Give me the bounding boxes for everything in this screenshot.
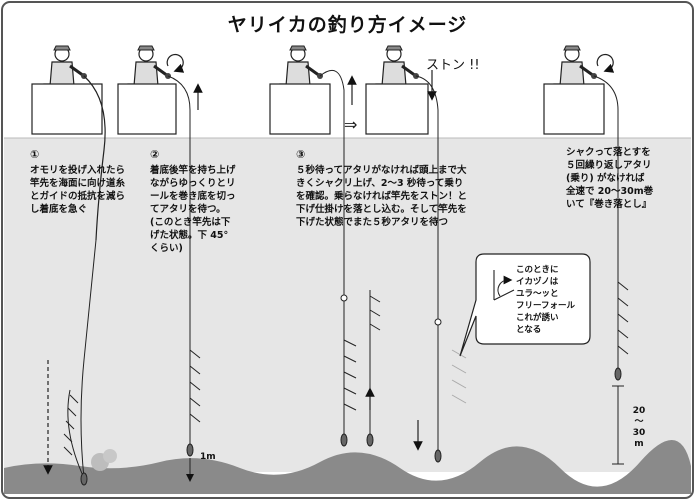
step-4-line: ５回繰り返しアタリ <box>566 160 652 171</box>
step-1-line: オモリを投げ入れたら <box>30 165 126 176</box>
step-2-line: くらい) <box>150 243 183 254</box>
squid-jigs-1 <box>63 394 79 456</box>
boat-4 <box>543 83 605 135</box>
fishing-line-4 <box>593 75 619 372</box>
squid-jigs-2 <box>189 349 201 423</box>
boat-1 <box>31 83 103 135</box>
step-1-line: とガイドの抵抗を減ら <box>30 191 126 202</box>
reel-arrow-4 <box>596 53 615 73</box>
fishing-line-2 <box>167 75 191 448</box>
boat-3a <box>269 83 331 135</box>
reel-arrow-2 <box>166 53 185 73</box>
depth-part: 20 <box>632 406 646 416</box>
step-1-line: し着底を急ぐ <box>30 204 88 215</box>
callout-motion-icon <box>493 270 515 301</box>
callout-line: となる <box>516 325 542 335</box>
svg-text:⇒: ⇒ <box>344 115 357 134</box>
rod-line-1 <box>83 75 106 241</box>
boat-3b <box>365 83 429 135</box>
squid-jigs-4 <box>617 281 629 355</box>
step-4-line: いて『巻き落とし』 <box>566 199 652 210</box>
step-3-number: ③ <box>296 148 306 161</box>
step-3-line: きくシャクリ上げ、2〜3 秒待って乗り <box>296 178 464 189</box>
step-2-text: 着底後竿を持ち上げ ながらゆっくりとリ ールを巻き底を切っ てアタリを待つ。 (… <box>150 164 268 255</box>
step-2-depth-label: 1m <box>200 452 216 462</box>
step-3-line: ５秒待ってアタリがなければ頭上まで大 <box>296 165 467 176</box>
step-3-text: ５秒待ってアタリがなければ頭上まで大 きくシャクリ上げ、2〜3 秒待って乗り を… <box>296 164 496 229</box>
callout-line: フリーフォール <box>516 301 575 311</box>
step-2-line: ールを巻き底を切っ <box>150 191 236 202</box>
step-3-line: を確認。乗らなければ竿先をストン！と <box>296 191 468 202</box>
step-4-text: シャクって落とすを ５回繰り返しアタリ (乗り) がなければ 全速で 20〜30… <box>566 146 676 211</box>
depth-part: 30 <box>632 428 646 438</box>
step-2-number: ② <box>150 148 160 161</box>
step-2-line: ながらゆっくりとリ <box>150 178 236 189</box>
step-3-line: 下げた状態でまた５秒アタリを待つ <box>296 217 449 228</box>
seabed <box>4 439 691 494</box>
step-4-line: シャクって落とすを <box>566 147 651 158</box>
step-1-text: オモリを投げ入れたら 竿先を海面に向け道糸 とガイドの抵抗を減ら し着底を急ぐ <box>30 164 150 216</box>
fishing-line-3a <box>319 69 345 440</box>
fishing-line-3b <box>415 75 439 454</box>
step-4-line: 全速で 20〜30m巻 <box>566 186 654 197</box>
callout-text: このときに イカヅノは ユラ〜ッと フリーフォール これが誘い となる <box>516 264 592 336</box>
step-2-line: 着底後竿を持ち上げ <box>150 165 236 176</box>
step-4-depth-label: 20 〜 30 m <box>632 406 646 450</box>
step-2-line: (このとき竿先は下 <box>150 217 231 228</box>
step-2-line: げた状態。下 45° <box>150 230 229 241</box>
callout-line: これが誘い <box>516 313 559 323</box>
callout-line: ユラ〜ッと <box>516 289 559 299</box>
callout-line: このときに <box>516 265 559 275</box>
step-3-sound-effect: ストン !! <box>426 58 480 73</box>
depth-part: 〜 <box>634 417 644 427</box>
step-4-line: (乗り) がなければ <box>566 173 645 184</box>
callout-bubble <box>459 253 591 357</box>
step-3-line: 下げ仕掛けを落とし込む。そして竿先を <box>296 204 467 215</box>
step-1-line: 竿先を海面に向け道糸 <box>30 178 126 189</box>
boat-2 <box>117 83 177 135</box>
step-2-line: てアタリを待つ。 <box>150 204 226 215</box>
squid-jigs-3a <box>343 339 357 411</box>
diagram-title: ヤリイカの釣り方イメージ <box>227 14 468 36</box>
fishing-line-1 <box>80 239 97 479</box>
step-1-number: ① <box>30 148 40 161</box>
callout-line: イカヅノは <box>516 277 559 287</box>
depth-part: m <box>634 439 644 449</box>
